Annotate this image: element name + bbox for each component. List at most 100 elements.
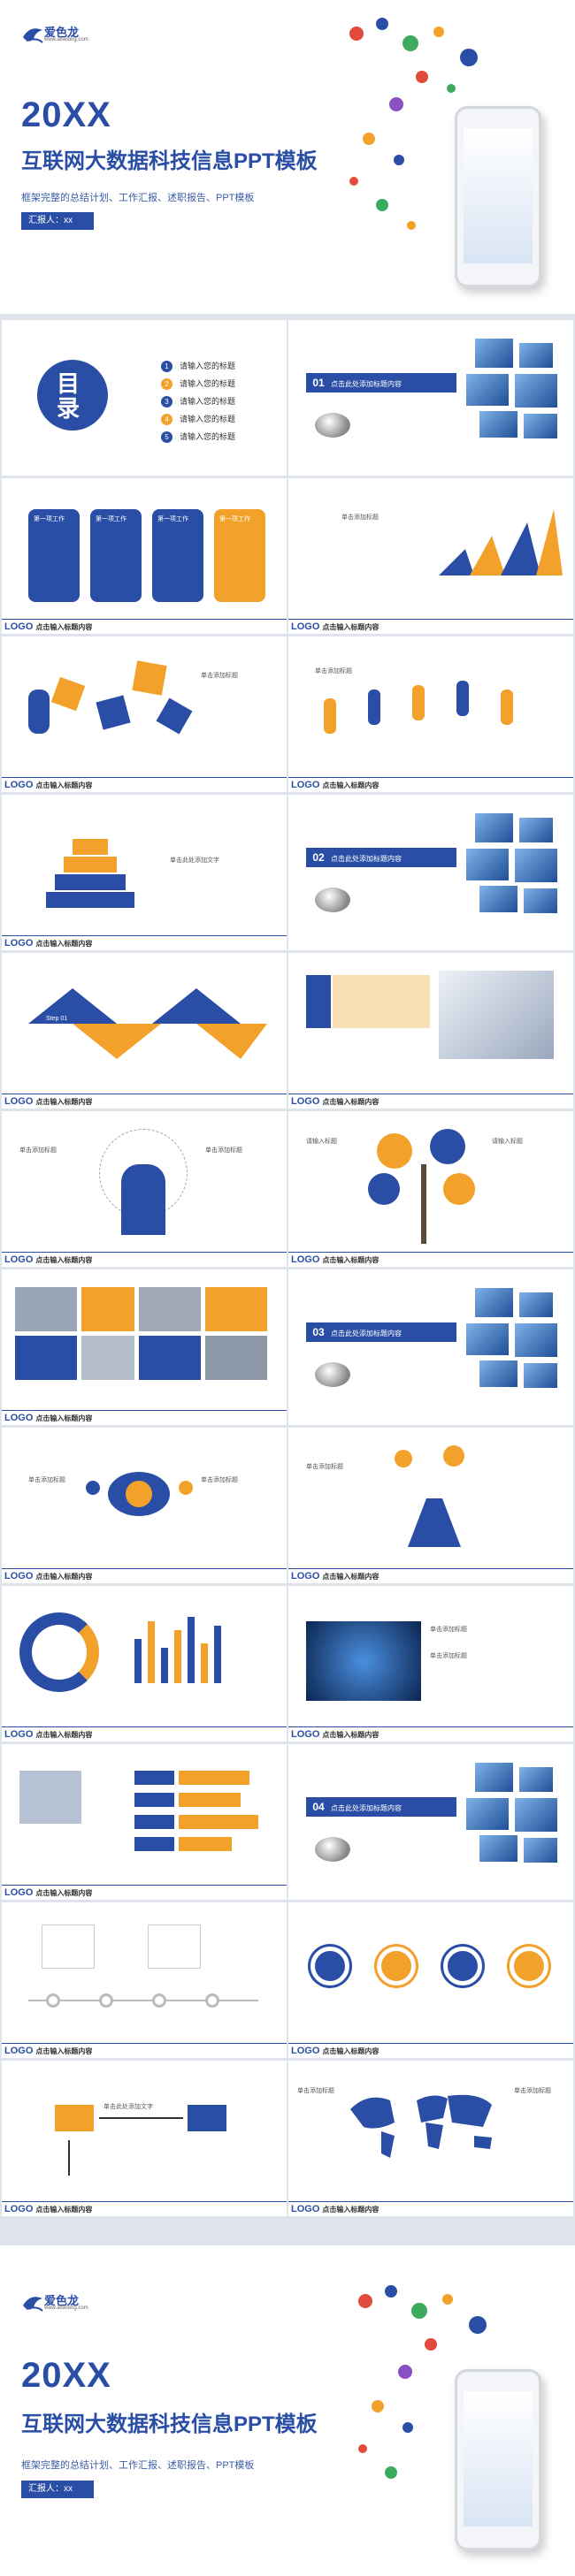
app-bubble-icon <box>358 2294 372 2308</box>
trophy-icon <box>377 1947 416 1985</box>
photo <box>439 971 554 1059</box>
phone-illustration <box>455 2369 541 2550</box>
phone-illustration <box>455 106 541 287</box>
text-tile <box>81 1287 134 1331</box>
photo <box>19 1771 81 1824</box>
brand-url: www.aiselong.com <box>44 2305 88 2311</box>
placeholder-title: 单击添加标题 <box>205 1147 242 1154</box>
world-map-graphic <box>350 2094 492 2158</box>
list-label <box>134 1793 174 1807</box>
closing-title: 互联网大数据科技信息PPT模板 <box>21 2412 318 2436</box>
closing-subtitle: 框架完整的总结计划、工作汇报、述职报告、PPT模板 <box>21 2460 255 2471</box>
app-bubble-icon <box>411 2303 427 2319</box>
work-card <box>28 509 80 602</box>
bubble-icon <box>443 1445 464 1467</box>
work-card <box>90 509 142 602</box>
mouse-icon <box>315 1362 350 1387</box>
app-bubble-icon <box>358 2444 367 2453</box>
puzzle-piece <box>132 660 167 696</box>
app-bubble-icon <box>394 155 404 165</box>
puzzle-piece <box>50 676 86 712</box>
mouse-icon <box>315 413 350 438</box>
eye-pupil <box>126 1481 152 1507</box>
image-collage <box>465 1287 563 1393</box>
tree-trunk <box>421 1164 426 1244</box>
placeholder-title: 单击添加标题 <box>306 1464 343 1470</box>
work-card-title: 第一项工作 <box>219 516 250 522</box>
timeline-node <box>152 1993 166 2008</box>
app-bubble-icon <box>389 97 403 111</box>
list-bar <box>179 1793 241 1807</box>
brand-name: 爱色龙 <box>44 2294 80 2307</box>
tech-photo <box>306 1621 421 1701</box>
work-card-title: 第一项工作 <box>34 516 65 522</box>
placeholder-text: 单击此处添加文字 <box>104 2104 153 2110</box>
app-bubble-icon <box>372 2400 384 2412</box>
app-bubble-icon <box>402 2422 413 2433</box>
placeholder-title: 单击添加标题 <box>430 1653 467 1659</box>
flow-box <box>188 2105 226 2131</box>
figure-icon <box>501 690 513 725</box>
toc-heading: 目录 <box>57 370 80 422</box>
text-tile <box>15 1336 77 1380</box>
list-label <box>134 1815 174 1829</box>
bar-graphic <box>161 1648 168 1683</box>
tree-leaf <box>368 1173 400 1205</box>
placeholder-title: 单击添加标题 <box>341 514 379 521</box>
fan-chart-graphic <box>439 509 563 575</box>
tree-leaf <box>377 1133 412 1169</box>
trophy-icon <box>510 1947 548 1985</box>
tree-leaf <box>443 1173 475 1205</box>
placeholder-title: 单击添加标题 <box>28 1477 65 1483</box>
tree-leaf <box>430 1129 465 1164</box>
text-tile <box>139 1336 201 1380</box>
timeline-card <box>42 1924 95 1969</box>
placeholder-title: 单击添加标题 <box>430 1627 467 1633</box>
list-bar <box>179 1771 249 1785</box>
work-card <box>214 509 265 602</box>
reporter-badge: 汇报人：xx <box>21 2481 94 2498</box>
bullet-icon <box>86 1481 100 1495</box>
cover-slide: 爱色龙 www.aiselong.com 20XX 互联网大数据科技信息PPT模… <box>0 0 575 314</box>
app-bubble-icon <box>385 2285 397 2298</box>
figure-icon <box>368 690 380 725</box>
cover-subtitle: 框架完整的总结计划、工作汇报、述职报告、PPT模板 <box>21 193 255 203</box>
placeholder-title: 单击添加标题 <box>201 673 238 679</box>
app-bubble-icon <box>363 133 375 145</box>
puzzle-piece <box>96 695 131 730</box>
app-bubble-icon <box>407 221 416 230</box>
text-panel <box>333 975 430 1028</box>
